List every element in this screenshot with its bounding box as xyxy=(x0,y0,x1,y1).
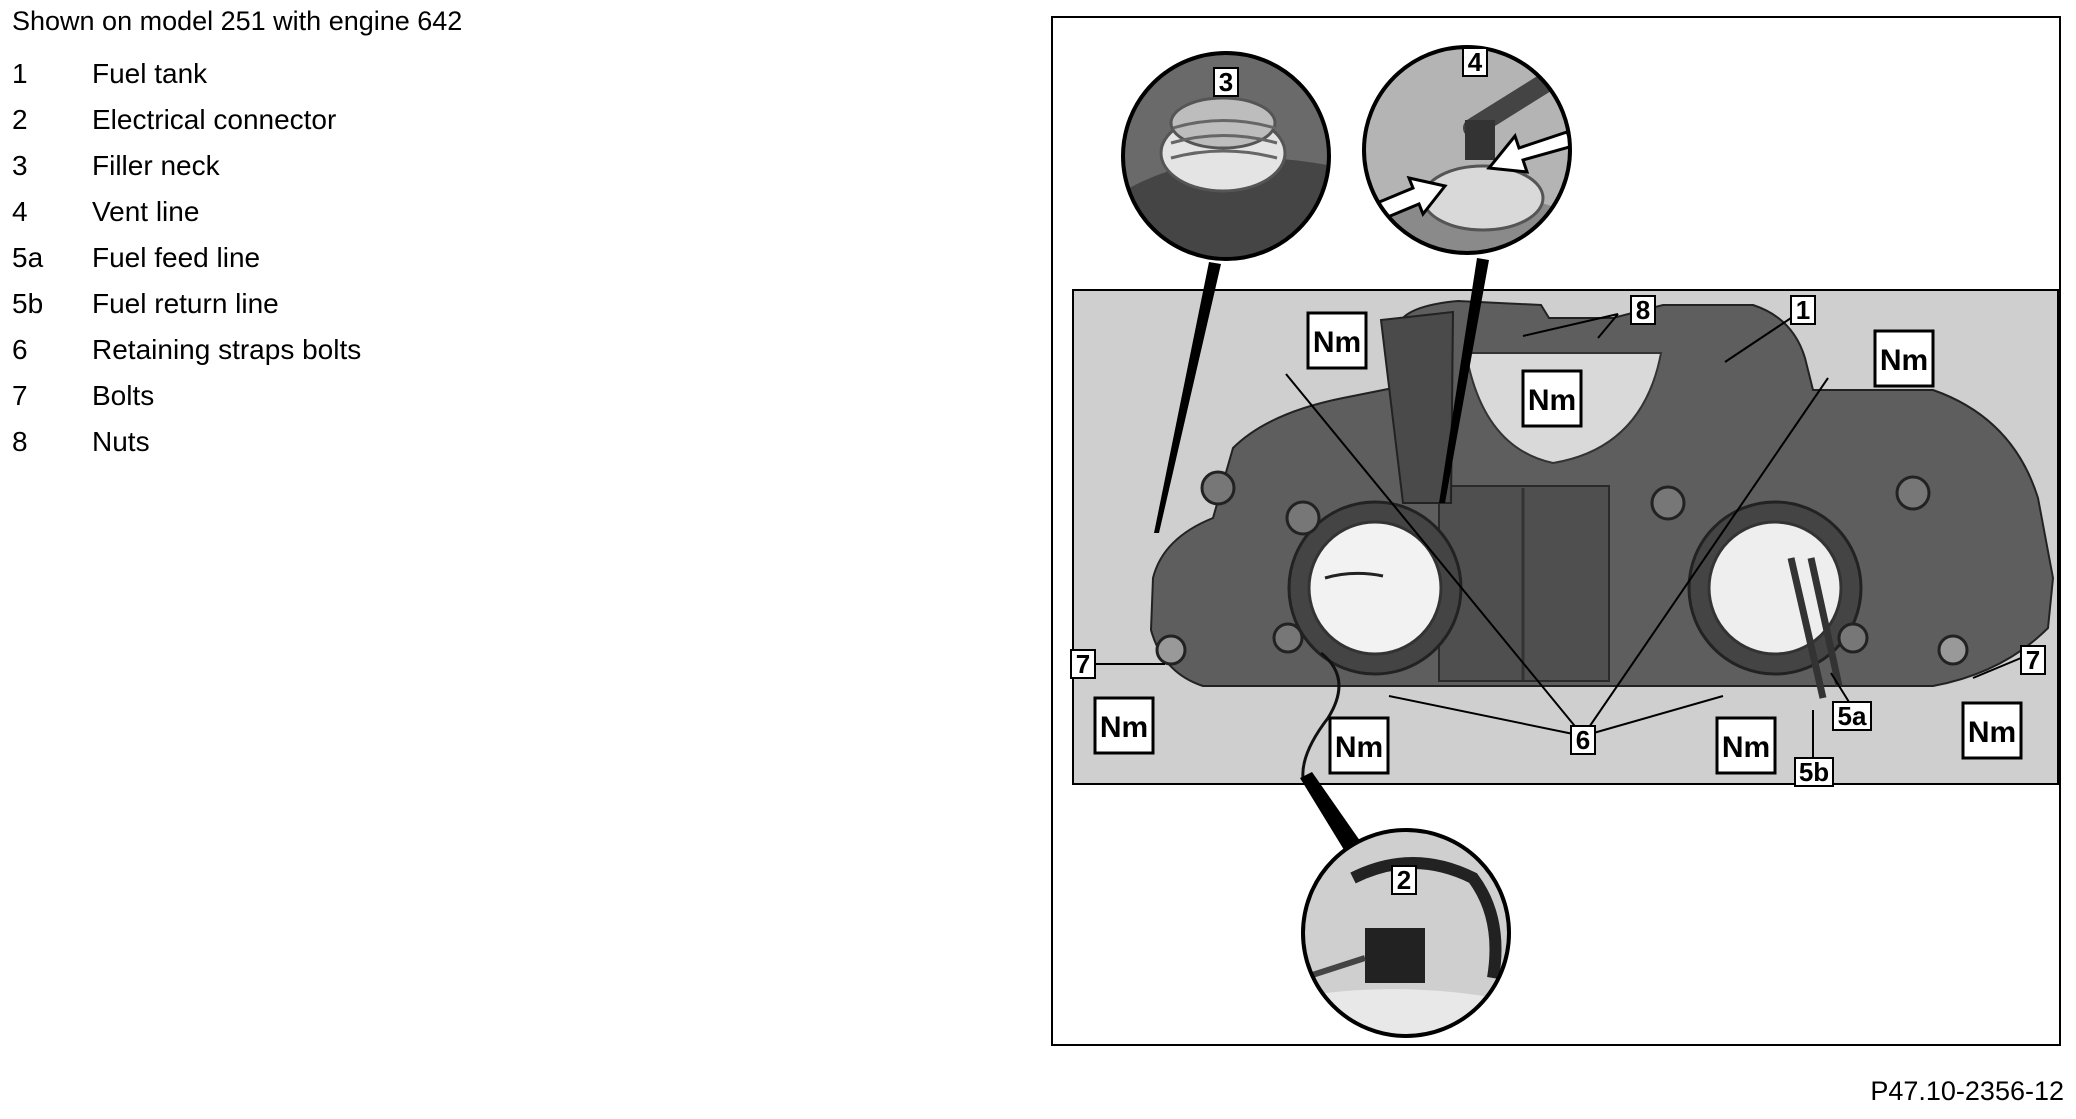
fuel-tank-illustration: Nm Nm Nm Nm Nm Nm Nm 3 4 8 1 7 7 6 5a 5b… xyxy=(1070,45,2059,1038)
svg-text:7: 7 xyxy=(1076,649,1090,679)
legend-label: Fuel return line xyxy=(92,288,279,319)
legend-label: Filler neck xyxy=(92,150,220,181)
svg-text:Nm: Nm xyxy=(1528,384,1576,417)
legend-label: Electrical connector xyxy=(92,104,337,135)
tank-lug xyxy=(1650,485,1686,521)
callout-fuel-tank: 1 xyxy=(1790,295,1816,325)
legend-number: 5b xyxy=(12,288,44,319)
figure-caption: Shown on model 251 with engine 642 xyxy=(12,6,463,36)
callout-fuel-feed-line: 5a xyxy=(1832,701,1872,731)
legend-label: Nuts xyxy=(92,426,150,457)
torque-marker: Nm xyxy=(1306,311,1368,370)
svg-text:7: 7 xyxy=(2026,645,2040,675)
leader-filler-neck xyxy=(1154,262,1221,533)
svg-text:4: 4 xyxy=(1468,47,1483,77)
legend-label: Retaining straps bolts xyxy=(92,334,362,365)
leader-connector xyxy=(1300,772,1365,858)
leader-strap-bolt-3 xyxy=(1388,695,1584,737)
torque-marker: Nm xyxy=(1093,696,1155,755)
legend-number: 6 xyxy=(12,334,28,365)
callout-vent-line: 4 xyxy=(1462,47,1488,77)
leader-strap-bolt-1 xyxy=(1285,373,1584,737)
tank-bolt xyxy=(1937,634,1969,666)
legend-number: 8 xyxy=(12,426,28,457)
svg-text:5a: 5a xyxy=(1838,701,1867,731)
legend-label: Bolts xyxy=(92,380,155,411)
leader-fuel-tank xyxy=(1724,317,1792,363)
leader-strap-bolt-2 xyxy=(1582,377,1829,737)
svg-text:1: 1 xyxy=(1796,295,1810,325)
legend-label: Vent line xyxy=(92,196,200,227)
leader-bolt-right xyxy=(1972,657,2022,679)
tank-lug xyxy=(1272,622,1304,654)
legend-number: 3 xyxy=(12,150,28,181)
figure-reference: P47.10-2356-12 xyxy=(1870,1076,2064,1106)
callout-fuel-return-line: 5b xyxy=(1794,757,1834,787)
leader-strap-bolt-4 xyxy=(1582,695,1724,737)
callout-bolt-right: 7 xyxy=(2020,645,2046,675)
torque-marker: Nm xyxy=(1873,329,1935,388)
connector-harness xyxy=(1301,651,1341,779)
right-sending-unit-return-pipe xyxy=(1807,557,1843,687)
torque-marker: Nm xyxy=(1521,369,1583,428)
tank-lug xyxy=(1895,475,1931,511)
fuel-tank-figure: Nm Nm Nm Nm Nm Nm Nm 3 4 8 1 7 7 6 5a 5b… xyxy=(1051,16,2061,1046)
legend-number: 2 xyxy=(12,104,28,135)
right-sending-unit xyxy=(1707,520,1843,656)
filler-neck-stub xyxy=(1379,310,1455,504)
legend-number: 4 xyxy=(12,196,28,227)
left-sending-unit-wire xyxy=(1324,571,1384,580)
left-sending-unit xyxy=(1307,520,1443,656)
tank-lug xyxy=(1200,470,1236,506)
tank-bolt xyxy=(1155,634,1187,666)
leader-feed-line xyxy=(1830,672,1850,703)
svg-text:Nm: Nm xyxy=(1968,716,2016,749)
callout-connector: 2 xyxy=(1391,865,1417,895)
legend-number: 5a xyxy=(12,242,44,273)
leader-nut-2 xyxy=(1597,313,1619,339)
legend-label: Fuel feed line xyxy=(92,242,261,273)
callout-nuts: 8 xyxy=(1630,295,1656,325)
svg-text:Nm: Nm xyxy=(1100,711,1148,744)
svg-text:Nm: Nm xyxy=(1335,731,1383,764)
legend-number: 1 xyxy=(12,58,28,89)
vent-line-detail-inset xyxy=(1362,45,1572,255)
legend-number: 7 xyxy=(12,380,28,411)
tank-lug xyxy=(1285,500,1321,536)
svg-text:8: 8 xyxy=(1636,295,1650,325)
torque-marker: Nm xyxy=(1328,716,1390,775)
torque-marker: Nm xyxy=(1715,716,1777,775)
connector-detail-inset xyxy=(1301,828,1511,1038)
tank-lug xyxy=(1837,622,1869,654)
svg-text:2: 2 xyxy=(1397,865,1411,895)
svg-text:6: 6 xyxy=(1576,725,1590,755)
torque-marker: Nm xyxy=(1961,701,2023,760)
callout-strap-bolts: 6 xyxy=(1570,725,1596,755)
svg-text:Nm: Nm xyxy=(1722,731,1770,764)
callout-bolt-left: 7 xyxy=(1070,649,1096,679)
callout-filler-neck: 3 xyxy=(1213,67,1239,97)
leader-vent-line xyxy=(1439,258,1489,503)
arrow-icon xyxy=(1486,130,1570,174)
svg-text:5b: 5b xyxy=(1799,757,1829,787)
svg-text:Nm: Nm xyxy=(1880,344,1928,377)
svg-text:Nm: Nm xyxy=(1313,326,1361,359)
leader-nut-1 xyxy=(1522,313,1619,337)
svg-text:3: 3 xyxy=(1219,67,1233,97)
right-sending-unit-feed-pipe xyxy=(1787,557,1827,699)
legend-label: Fuel tank xyxy=(92,58,208,89)
